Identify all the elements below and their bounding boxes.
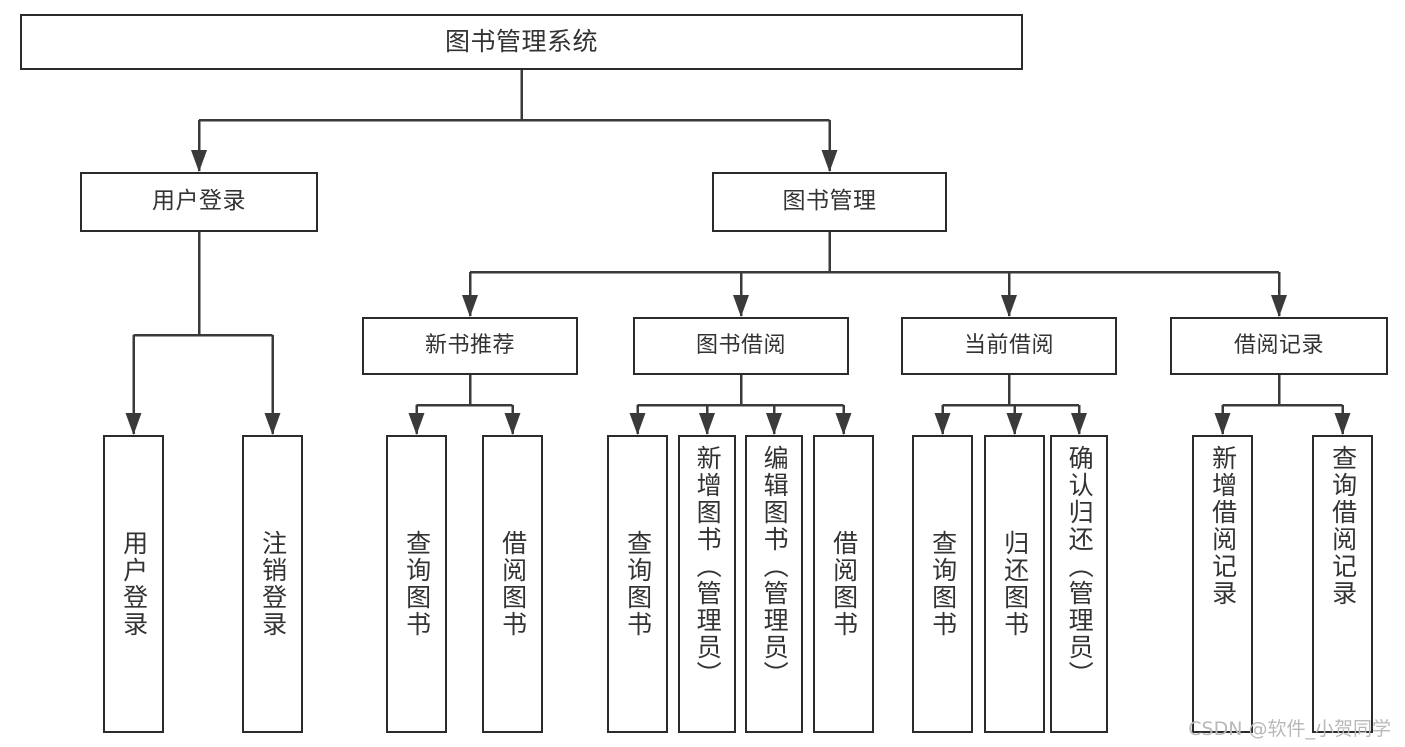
arrow-head-b-add bbox=[699, 413, 715, 435]
node-label-c-return: 归还图书 bbox=[1000, 530, 1030, 638]
node-borrow[interactable]: 图书借阅 bbox=[633, 317, 849, 375]
node-label-c-query: 查询图书 bbox=[928, 530, 958, 638]
node-label-b-lend: 借阅图书 bbox=[829, 530, 859, 638]
node-label-book-manage: 图书管理 bbox=[782, 188, 877, 215]
arrow-head-borrow bbox=[733, 295, 749, 317]
arrow-head-c-confirm bbox=[1071, 413, 1087, 435]
node-n-query[interactable]: 查询图书 bbox=[386, 435, 447, 733]
node-label-new-book: 新书推荐 bbox=[424, 333, 515, 359]
arrow-head-r-add bbox=[1214, 413, 1231, 435]
arrow-head-n-query bbox=[408, 413, 425, 435]
node-label-records: 借阅记录 bbox=[1233, 333, 1324, 359]
node-c-return[interactable]: 归还图书 bbox=[984, 435, 1045, 733]
node-b-add[interactable]: 新增图书（管理员） bbox=[678, 435, 736, 733]
node-b-lend[interactable]: 借阅图书 bbox=[813, 435, 874, 733]
node-book-manage[interactable]: 图书管理 bbox=[712, 172, 947, 232]
arrow-head-b-query bbox=[629, 413, 646, 435]
node-user-login[interactable]: 用户登录 bbox=[80, 172, 318, 232]
node-n-borrow[interactable]: 借阅图书 bbox=[482, 435, 543, 733]
arrow-head-n-borrow bbox=[504, 413, 521, 435]
node-c-confirm[interactable]: 确认归还（管理员） bbox=[1050, 435, 1108, 733]
arrow-head-user-login bbox=[191, 150, 207, 172]
arrow-head-records bbox=[1271, 295, 1287, 317]
node-label-b-add: 新增图书（管理员） bbox=[693, 445, 723, 688]
arrow-head-c-return bbox=[1006, 413, 1023, 435]
node-label-r-add: 新增借阅记录 bbox=[1208, 445, 1238, 607]
node-label-current: 当前借阅 bbox=[963, 333, 1054, 359]
arrow-head-book-manage bbox=[821, 150, 838, 172]
node-b-query[interactable]: 查询图书 bbox=[607, 435, 668, 733]
arrow-head-b-edit bbox=[766, 413, 782, 435]
node-label-root: 图书管理系统 bbox=[444, 27, 598, 57]
node-r-add[interactable]: 新增借阅记录 bbox=[1192, 435, 1253, 733]
arrow-head-c-query bbox=[934, 413, 951, 435]
node-label-l-login: 用户登录 bbox=[119, 530, 149, 638]
node-label-n-query: 查询图书 bbox=[402, 530, 432, 638]
node-l-login[interactable]: 用户登录 bbox=[103, 435, 164, 733]
node-l-logout[interactable]: 注销登录 bbox=[242, 435, 303, 733]
node-r-query[interactable]: 查询借阅记录 bbox=[1312, 435, 1373, 733]
node-label-r-query: 查询借阅记录 bbox=[1328, 445, 1358, 607]
arrow-head-r-query bbox=[1334, 413, 1351, 435]
node-current[interactable]: 当前借阅 bbox=[901, 317, 1117, 375]
arrow-head-l-logout bbox=[264, 413, 281, 435]
node-label-user-login: 用户登录 bbox=[152, 188, 246, 215]
arrow-head-new-book bbox=[462, 295, 478, 317]
node-new-book[interactable]: 新书推荐 bbox=[362, 317, 578, 375]
node-root[interactable]: 图书管理系统 bbox=[20, 14, 1023, 70]
node-c-query[interactable]: 查询图书 bbox=[912, 435, 973, 733]
arrow-head-l-login bbox=[125, 413, 142, 435]
node-label-c-confirm: 确认归还（管理员） bbox=[1065, 445, 1095, 688]
node-label-borrow: 图书借阅 bbox=[695, 333, 786, 359]
watermark-text: CSDN @软件_小贺同学 bbox=[1188, 718, 1391, 740]
node-label-l-logout: 注销登录 bbox=[258, 530, 288, 638]
arrow-head-current bbox=[1001, 295, 1017, 317]
arrow-head-b-lend bbox=[835, 413, 852, 435]
node-b-edit[interactable]: 编辑图书（管理员） bbox=[745, 435, 803, 733]
node-label-b-edit: 编辑图书（管理员） bbox=[760, 445, 790, 688]
node-label-b-query: 查询图书 bbox=[623, 530, 653, 638]
node-records[interactable]: 借阅记录 bbox=[1170, 317, 1388, 375]
node-label-n-borrow: 借阅图书 bbox=[498, 530, 528, 638]
